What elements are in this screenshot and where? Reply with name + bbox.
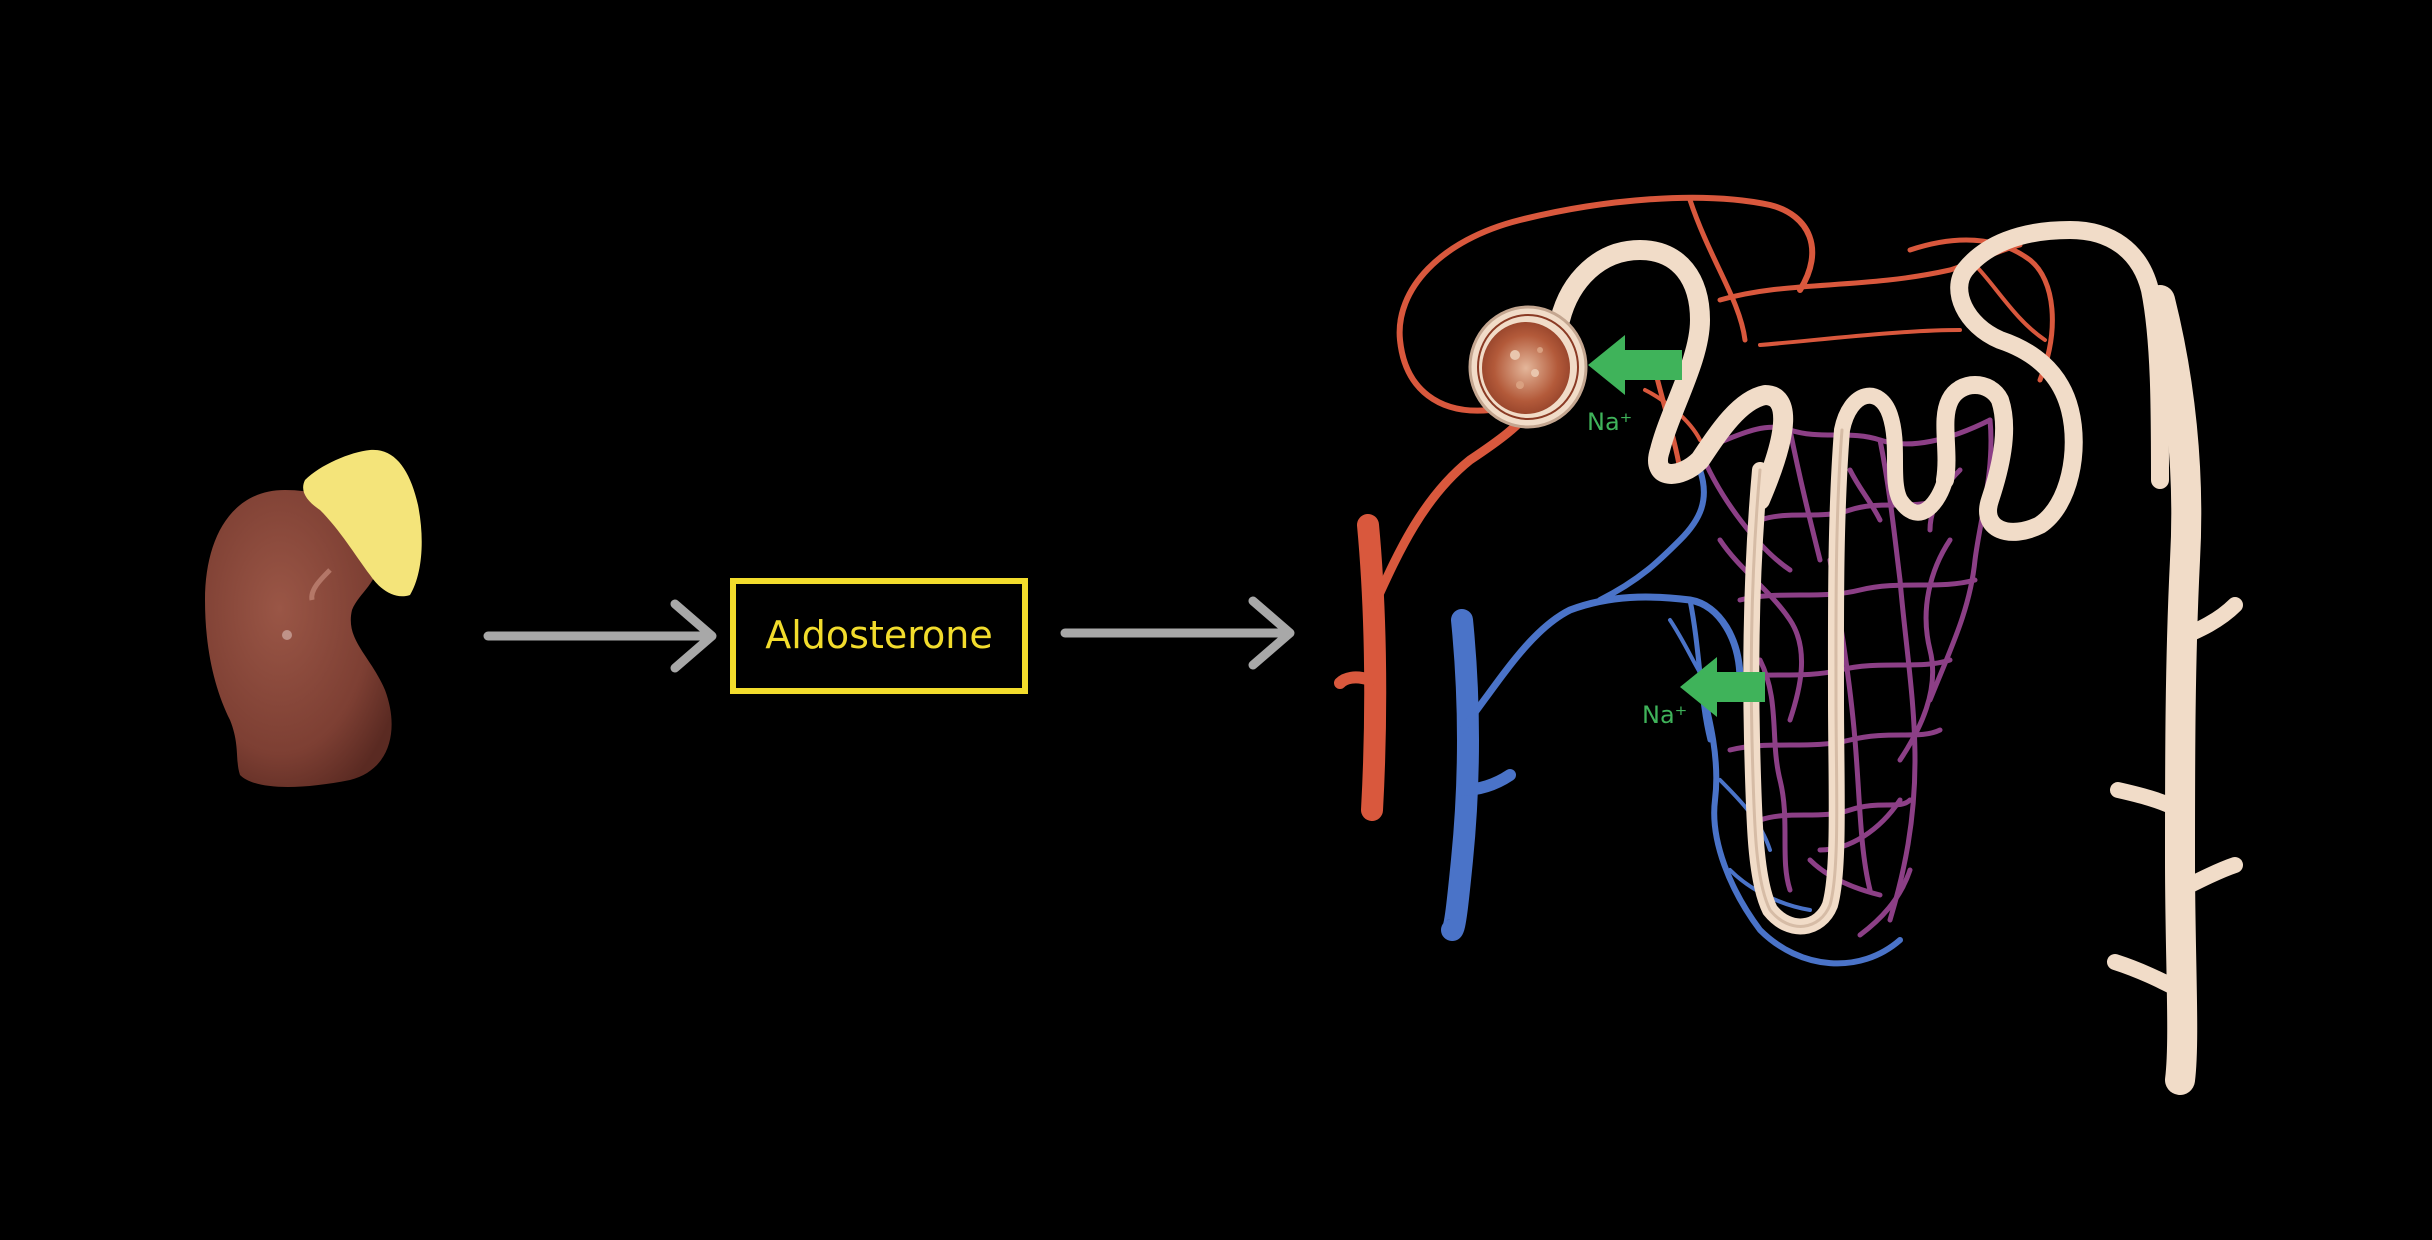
kidney-highlight — [309, 568, 332, 601]
kidney-spot — [282, 630, 292, 640]
tubule-structure — [1550, 221, 2243, 1095]
sodium-arrow-bottom — [1680, 657, 1765, 717]
kidney-icon — [205, 490, 392, 787]
sodium-label-top: Na⁺ — [1587, 408, 1632, 436]
nephron-group: Na⁺ Na⁺ — [1334, 194, 2243, 1095]
sodium-arrow-top — [1588, 335, 1682, 395]
aldosterone-label-box: Aldosterone — [730, 578, 1028, 694]
kidney-group — [205, 449, 422, 787]
capillary-network — [1697, 417, 1994, 938]
flow-arrow-2 — [1060, 596, 1295, 670]
adrenal-gland-icon — [303, 449, 422, 597]
artery-vessel — [1334, 514, 1387, 821]
glomerulus-group — [1468, 305, 1588, 429]
aldosterone-label: Aldosterone — [765, 613, 993, 657]
sodium-label-bottom: Na⁺ — [1642, 701, 1687, 729]
glomerulus-icon — [1482, 322, 1570, 414]
flow-arrow-1 — [483, 599, 717, 673]
